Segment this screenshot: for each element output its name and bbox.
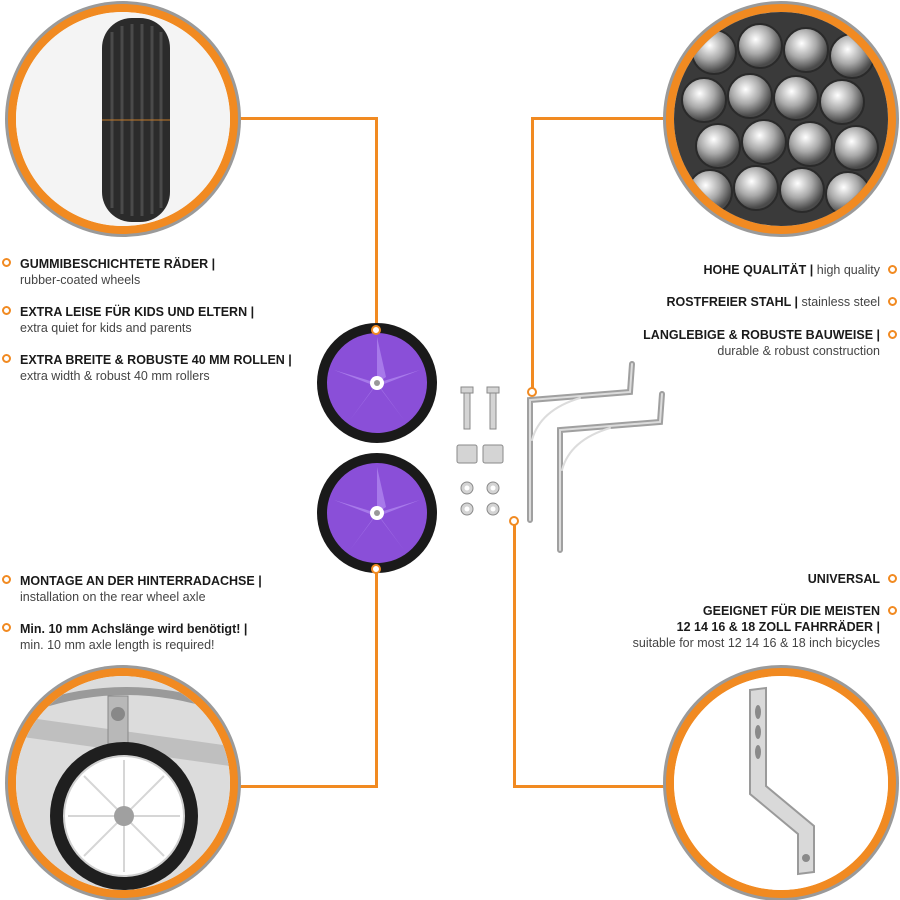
feature-rubber-coated: GUMMIBESCHICHTETE RÄDER | rubber-coated …: [20, 256, 215, 288]
feature-title: Min. 10 mm Achslänge wird benötigt! |: [20, 622, 248, 636]
mounted-wheel-circle: [8, 668, 238, 898]
bracket-circle: [666, 668, 896, 898]
feature-durable: LANGLEBIGE & ROBUSTE BAUWEISE | durable …: [643, 327, 880, 359]
feature-title-de: HOHE QUALITÄT |: [703, 263, 814, 277]
feature-subtitle: durable & robust construction: [717, 344, 880, 358]
feature-extra-width: EXTRA BREITE & ROBUSTE 40 MM ROLLEN | ex…: [20, 352, 292, 384]
feature-subtitle: suitable for most 12 14 16 & 18 inch bic…: [632, 636, 880, 650]
bullet-dot: [888, 574, 897, 583]
feature-title: GEEIGNET FÜR DIE MEISTEN: [702, 604, 880, 618]
bullet-dot: [2, 354, 11, 363]
bullet-dot: [888, 606, 897, 615]
tire-closeup-image: [16, 12, 230, 226]
connector-top-left-v: [375, 117, 378, 331]
feature-subtitle: extra quiet for kids and parents: [20, 321, 192, 335]
feature-title: GUMMIBESCHICHTETE RÄDER |: [20, 257, 216, 271]
feature-subtitle: installation on the rear wheel axle: [20, 590, 206, 604]
feature-axle-length: Min. 10 mm Achslänge wird benötigt! | mi…: [20, 621, 247, 653]
feature-title: EXTRA LEISE FÜR KIDS UND ELTERN |: [20, 305, 255, 319]
hardware-screws-image: [456, 386, 504, 516]
connector-bottom-left-h: [230, 785, 378, 788]
connector-top-right-v: [531, 117, 534, 393]
feature-title: HOHE QUALITÄT | high quality: [704, 262, 880, 278]
mounted-wheel-image: [16, 676, 230, 890]
connector-dot-bracket-bottom: [509, 516, 519, 526]
bullet-dot: [888, 297, 897, 306]
feature-universal: UNIVERSAL: [808, 571, 880, 587]
feature-title-line2: 12 14 16 & 18 ZOLL FAHRRÄDER |: [676, 620, 880, 634]
bullet-dot: [888, 330, 897, 339]
feature-title: MONTAGE AN DER HINTERRADACHSE |: [20, 574, 262, 588]
feature-extra-quiet: EXTRA LEISE FÜR KIDS UND ELTERN | extra …: [20, 304, 254, 336]
connector-bottom-left-v: [375, 570, 378, 788]
feature-subtitle: extra width & robust 40 mm rollers: [20, 369, 210, 383]
feature-suitable: GEEIGNET FÜR DIE MEISTEN 12 14 16 & 18 Z…: [633, 603, 880, 651]
connector-top-left-h: [230, 117, 378, 120]
bullet-dot: [888, 265, 897, 274]
steel-rods-circle: [666, 4, 896, 234]
feature-title: EXTRA BREITE & ROBUSTE 40 MM ROLLEN |: [20, 353, 292, 367]
purple-wheel-top: [317, 323, 437, 443]
tire-closeup-circle: [8, 4, 238, 234]
bullet-dot: [2, 575, 11, 584]
bracket-product-image: [527, 361, 665, 553]
connector-bottom-right-h: [513, 785, 671, 788]
feature-stainless-steel: ROSTFREIER STAHL | stainless steel: [666, 294, 880, 310]
feature-title: UNIVERSAL: [807, 572, 880, 586]
bullet-dot: [2, 623, 11, 632]
feature-subtitle: min. 10 mm axle length is required!: [20, 638, 215, 652]
connector-bottom-right-v: [513, 521, 516, 788]
feature-title: ROSTFREIER STAHL | stainless steel: [666, 294, 880, 310]
connector-dot-bottom-wheel: [371, 564, 381, 574]
bullet-dot: [2, 306, 11, 315]
steel-rods-image: [674, 12, 888, 226]
connector-dot-top-wheel: [371, 325, 381, 335]
feature-title: LANGLEBIGE & ROBUSTE BAUWEISE |: [643, 328, 880, 342]
connector-top-right-h: [531, 117, 671, 120]
feature-title-de: ROSTFREIER STAHL |: [666, 295, 798, 309]
purple-wheel-bottom: [317, 453, 437, 573]
feature-title-en: stainless steel: [801, 295, 880, 309]
bracket-image: [674, 676, 888, 890]
feature-title-en: high quality: [816, 263, 880, 277]
connector-dot-bracket-top: [527, 387, 537, 397]
feature-installation: MONTAGE AN DER HINTERRADACHSE | installa…: [20, 573, 262, 605]
bullet-dot: [2, 258, 11, 267]
feature-high-quality: HOHE QUALITÄT | high quality: [704, 262, 880, 278]
feature-subtitle: rubber-coated wheels: [20, 273, 141, 287]
